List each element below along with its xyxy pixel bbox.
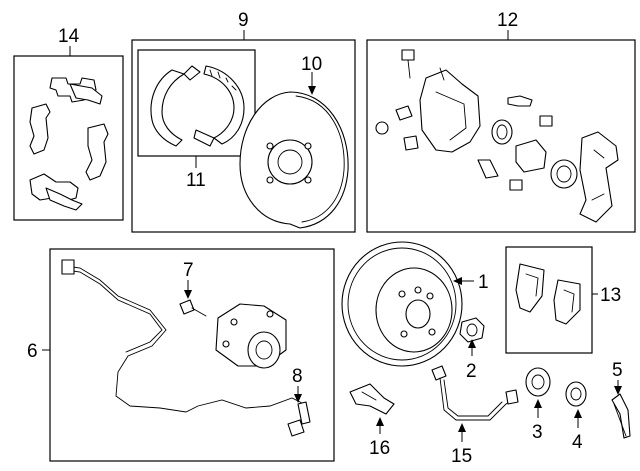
callout-6: 6	[27, 341, 38, 362]
brake-hose	[431, 365, 519, 421]
brake-pads	[515, 263, 581, 325]
cotter-pin	[611, 393, 631, 439]
hub-nut	[459, 317, 485, 343]
backing-plate	[239, 91, 349, 229]
box-13-pads	[505, 246, 593, 354]
callout-1: 1	[478, 272, 489, 293]
brake-rotor	[341, 241, 463, 367]
callout-15: 15	[451, 446, 472, 467]
callout-10: 10	[301, 54, 322, 75]
box-14-pad-hardware	[13, 55, 124, 221]
callout-8: 8	[292, 366, 303, 387]
callout-2: 2	[466, 361, 477, 382]
hose-bracket	[349, 383, 395, 415]
callout-9: 9	[238, 10, 249, 31]
callout-11: 11	[186, 170, 206, 191]
pad-hardware-clips	[29, 77, 109, 211]
brake-shoes	[150, 65, 245, 147]
callout-7: 7	[183, 260, 194, 281]
caliper-assembly	[375, 49, 619, 223]
seal-ring	[565, 381, 587, 407]
box-6-hub-sensor	[49, 248, 335, 462]
leader-lines	[42, 30, 622, 442]
callout-4: 4	[572, 432, 583, 453]
callout-13: 13	[600, 285, 621, 306]
bearing-nut	[525, 367, 551, 397]
callout-16: 16	[369, 438, 390, 459]
callout-12: 12	[497, 10, 518, 31]
callout-14: 14	[58, 26, 80, 47]
callout-3: 3	[532, 422, 543, 443]
callout-5: 5	[612, 360, 623, 381]
box-12-caliper	[366, 39, 636, 233]
hub-and-sensor	[61, 259, 311, 437]
